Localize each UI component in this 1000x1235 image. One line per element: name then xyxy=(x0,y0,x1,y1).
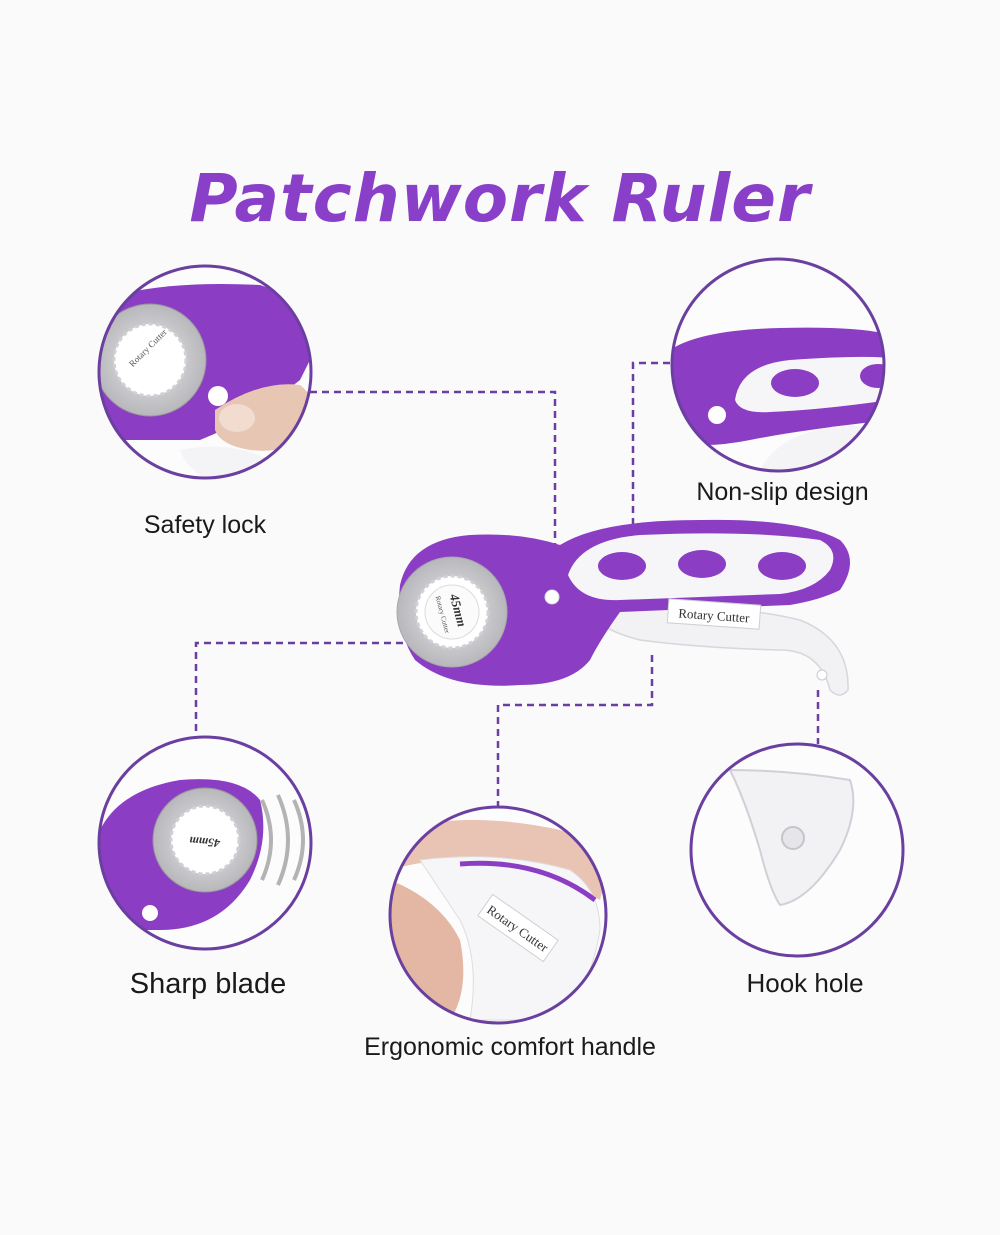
safety-lock-label: Safety lock xyxy=(143,511,267,539)
ergonomic-handle-label: Ergonomic comfort handle xyxy=(364,1033,656,1061)
sharp-blade-size: 45mm xyxy=(189,834,222,851)
sharp-blade-label: Sharp blade xyxy=(129,968,287,1000)
handle-label-text: Rotary Cutter xyxy=(678,606,751,626)
sharp-blade-detail-image: 45mm xyxy=(97,735,313,951)
page-title: Patchwork Ruler xyxy=(189,160,811,237)
rotary-cutter-image: Rotary Cutter 45mm Rotary Cutter xyxy=(396,519,850,696)
non-slip-label: Non-slip design xyxy=(696,478,869,506)
safety-lock-detail-image: Rotary Cutter xyxy=(97,264,313,480)
hook-hole-label: Hook hole xyxy=(746,968,864,998)
callout-connectors xyxy=(194,361,820,807)
ergonomic-handle-detail-image: Rotary Cutter xyxy=(388,805,608,1025)
non-slip-detail-image xyxy=(670,257,886,473)
hook-hole-detail-image xyxy=(689,742,905,958)
